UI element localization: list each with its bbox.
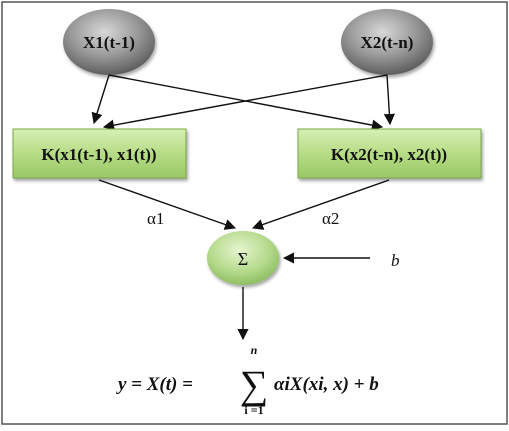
input-node-x1: X1(t-1) <box>63 9 155 75</box>
kernel-connectors <box>98 179 390 230</box>
kernel-box-1: K(x1(t-1), x1(t)) <box>12 128 187 179</box>
sum-node-label: Σ <box>238 249 248 269</box>
arrow-k1-to-sum <box>98 179 237 230</box>
input-node-x1-label: X1(t-1) <box>83 33 135 52</box>
output-formula: y = X(t) = n ∑ i =1 αiX(xi, x) + b <box>116 343 379 417</box>
input-node-x2-label: X2(t-n) <box>361 33 414 52</box>
kernel-box-2-label: K(x2(t-n), x2(t)) <box>331 145 447 164</box>
arrow-k2-to-sum <box>251 179 390 230</box>
formula-lhs: y = X(t) = <box>116 374 193 395</box>
arrow-x2-to-k1 <box>102 74 388 131</box>
weight-alpha1: α1 <box>147 209 164 228</box>
formula-lower-limit: i =1 <box>244 403 263 417</box>
sum-node: Σ <box>207 231 279 285</box>
weight-alpha2: α2 <box>322 209 339 228</box>
input-connectors <box>91 74 395 131</box>
diagram-frame <box>1 1 508 425</box>
arrow-x2-to-k2 <box>383 74 395 126</box>
arrow-x1-to-k1 <box>91 74 110 125</box>
formula-sum-symbol: ∑ <box>240 362 269 407</box>
bias-label: b <box>391 251 400 270</box>
formula-upper-limit: n <box>251 343 258 357</box>
kernel-box-2: K(x2(t-n), x2(t)) <box>297 128 482 179</box>
formula-term: αiX(xi, x) + b <box>274 374 379 395</box>
kernel-box-1-label: K(x1(t-1), x1(t)) <box>41 145 156 164</box>
input-node-x2: X2(t-n) <box>341 9 433 75</box>
